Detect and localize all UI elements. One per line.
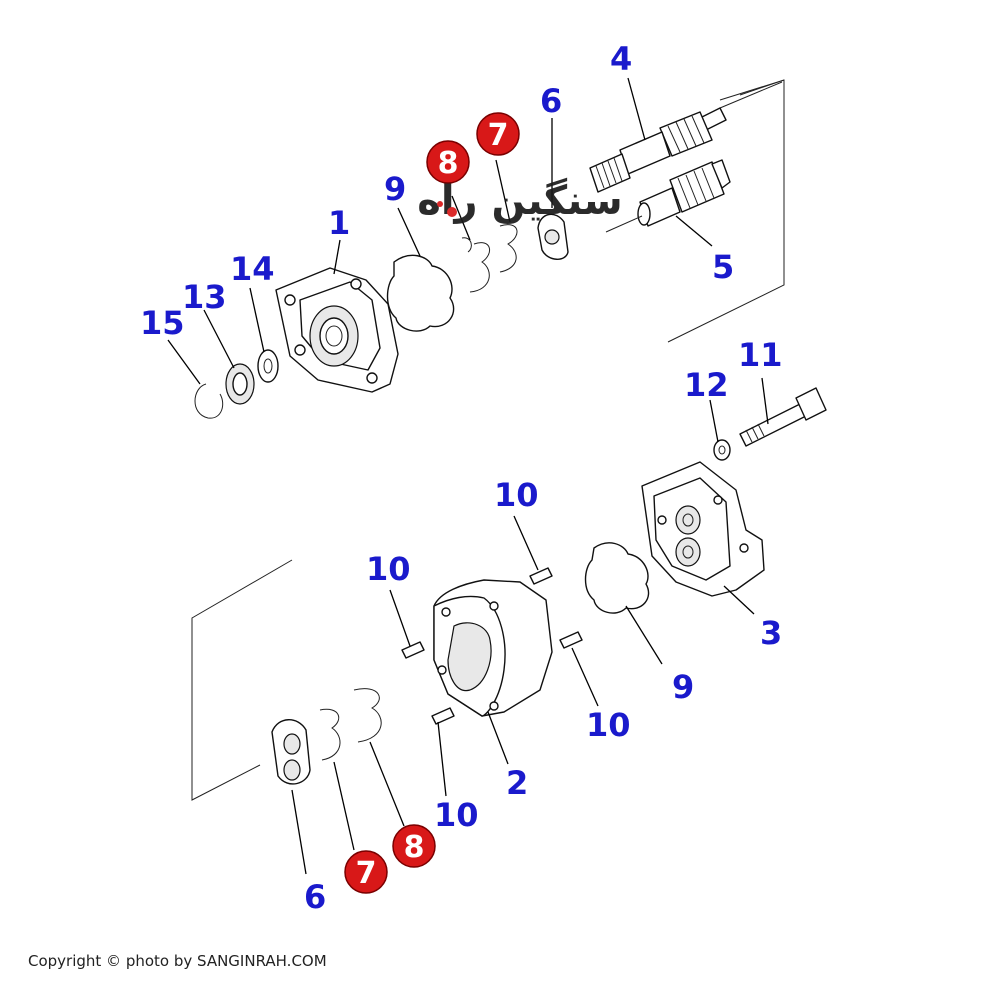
part-4-drive-shaft — [589, 81, 783, 193]
part-12-washer — [713, 439, 731, 461]
part-15-snap-ring — [194, 383, 224, 419]
badge-8-bottom-text: 8 — [404, 830, 425, 865]
part-13-oil-seal — [225, 363, 255, 405]
part-11-bolt — [739, 387, 827, 447]
label-part-10-d: 10 — [434, 796, 479, 834]
label-part-6-top: 6 — [540, 82, 562, 120]
part-9-gasket-bottom — [584, 542, 650, 614]
part-7-8-seals-top — [461, 224, 518, 293]
label-part-1: 1 — [328, 204, 350, 242]
badge-8-top-text: 8 — [438, 146, 459, 181]
leader-lines — [167, 77, 769, 875]
label-part-13: 13 — [182, 278, 227, 316]
badge-8-top: 8 — [426, 140, 470, 184]
label-part-3: 3 — [760, 614, 782, 652]
label-part-10-b: 10 — [366, 550, 411, 588]
watermark-logo: سنگین راه — [417, 177, 623, 224]
label-part-9-top: 9 — [384, 170, 406, 208]
label-part-11: 11 — [738, 336, 783, 374]
part-14-washer — [257, 349, 279, 383]
assembly-frame-bottom — [191, 559, 293, 801]
label-part-14: 14 — [230, 250, 275, 288]
copyright-notice: Copyright © photo by SANGINRAH.COM — [28, 952, 327, 970]
badge-7-top-text: 7 — [488, 118, 509, 153]
badge-7-top: 7 — [476, 112, 520, 156]
part-6-bushing-top — [537, 213, 569, 260]
part-3-rear-cover — [641, 461, 765, 597]
part-9-gasket-top — [386, 254, 455, 332]
part-5-driven-shaft — [605, 159, 731, 233]
label-part-15: 15 — [140, 304, 185, 342]
label-part-4: 4 — [610, 40, 632, 78]
part-10-dowel-pins — [401, 567, 583, 725]
label-part-10-a: 10 — [494, 476, 539, 514]
label-part-5: 5 — [712, 248, 734, 286]
label-part-12: 12 — [684, 366, 729, 404]
part-7-8-seals-bottom — [319, 688, 382, 761]
part-6-bushing-bottom — [271, 719, 311, 785]
part-1-front-cover — [275, 267, 399, 393]
assembly-frame-top — [667, 79, 785, 343]
badge-7-bottom: 7 — [344, 850, 388, 894]
label-part-6-bottom: 6 — [304, 878, 326, 916]
label-part-2: 2 — [506, 764, 528, 802]
part-2-pump-body — [433, 579, 553, 717]
watermark-text: سنگین راه — [417, 177, 623, 224]
label-part-10-c: 10 — [586, 706, 631, 744]
badge-8-bottom: 8 — [392, 824, 436, 868]
part-labels: 4 5 6 9 1 14 13 15 11 12 10 10 3 9 10 2 … — [140, 40, 783, 916]
badge-7-bottom-text: 7 — [356, 856, 377, 891]
label-part-9-bottom: 9 — [672, 668, 694, 706]
